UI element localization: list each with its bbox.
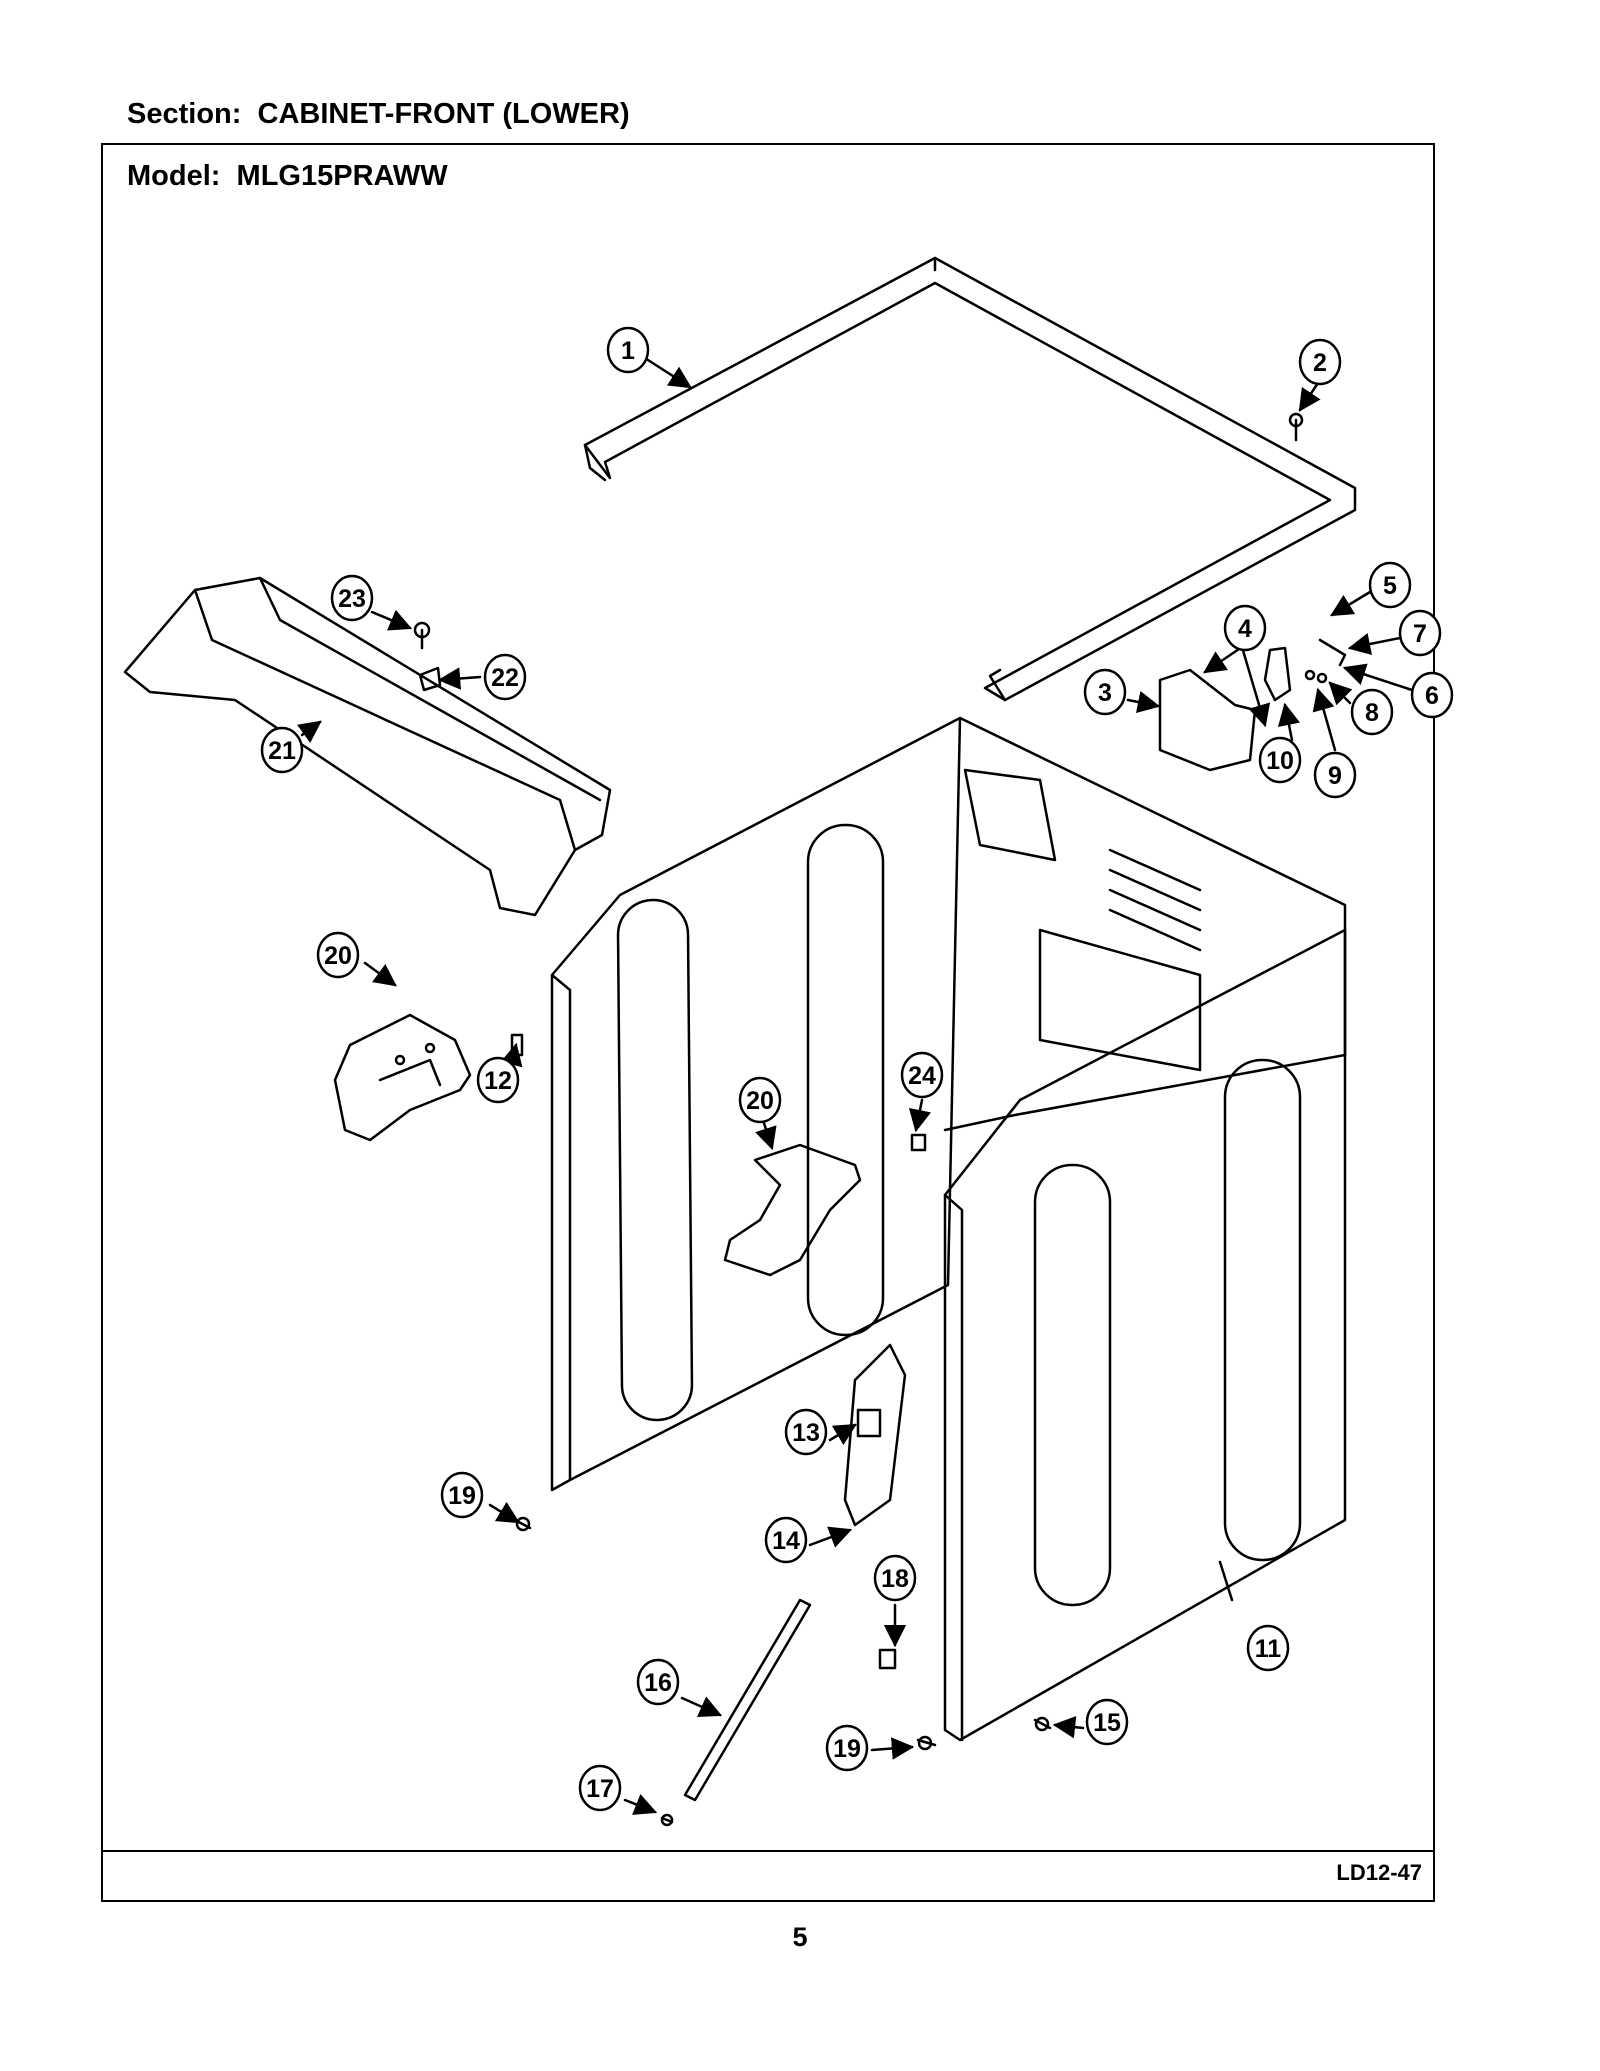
- callout-23: 23: [330, 574, 374, 622]
- svg-text:11: 11: [1255, 1635, 1282, 1663]
- svg-text:1: 1: [621, 337, 635, 365]
- callout-10: 10: [1258, 736, 1302, 784]
- top-frame-part: [583, 256, 1357, 702]
- console-panel-part: [123, 576, 612, 917]
- svg-text:3: 3: [1098, 679, 1112, 707]
- svg-text:10: 10: [1266, 747, 1294, 775]
- svg-text:17: 17: [586, 1775, 614, 1803]
- cabinet-side-panel-right: [943, 928, 1347, 1742]
- center-bracket-part: [723, 1143, 862, 1277]
- callout-19a: 19: [440, 1471, 484, 1519]
- svg-text:7: 7: [1413, 620, 1427, 648]
- callout-12: 12: [476, 1056, 520, 1104]
- svg-text:21: 21: [268, 737, 296, 765]
- callout-8: 8: [1350, 688, 1394, 736]
- callout-20a: 20: [316, 931, 360, 979]
- callout-4: 4: [1223, 604, 1267, 652]
- diagram-frame: [101, 143, 1435, 1902]
- callout-5: 5: [1368, 561, 1412, 609]
- callout-15: 15: [1085, 1698, 1129, 1746]
- svg-text:15: 15: [1093, 1709, 1121, 1737]
- svg-text:12: 12: [484, 1067, 512, 1095]
- callout-22: 22: [483, 653, 527, 701]
- svg-text:2: 2: [1313, 349, 1327, 377]
- callout-2: 2: [1298, 338, 1342, 386]
- callout-16: 16: [636, 1658, 680, 1706]
- svg-text:9: 9: [1328, 762, 1342, 790]
- callout-6: 6: [1410, 671, 1454, 719]
- svg-text:5: 5: [1383, 572, 1397, 600]
- svg-text:13: 13: [792, 1419, 820, 1447]
- fasteners: [413, 412, 1304, 1827]
- model-title: Model: MLG15PRAWW: [127, 160, 448, 192]
- callout-7: 7: [1398, 609, 1442, 657]
- diagram-code: LD12-47: [1336, 1860, 1422, 1885]
- callout-1: 1: [606, 326, 650, 374]
- callout-11: 11: [1246, 1624, 1290, 1672]
- svg-text:19: 19: [448, 1482, 476, 1510]
- svg-text:16: 16: [644, 1669, 672, 1697]
- svg-text:22: 22: [491, 664, 519, 692]
- section-title: Section: CABINET-FRONT (LOWER): [127, 98, 630, 130]
- mounting-bracket-part: [333, 1013, 472, 1142]
- callout-24: 24: [900, 1051, 944, 1099]
- callout-14: 14: [764, 1516, 808, 1564]
- callout-17: 17: [578, 1764, 622, 1812]
- svg-text:19: 19: [833, 1735, 861, 1763]
- callout-13: 13: [784, 1408, 828, 1456]
- duct-part: [843, 1343, 907, 1527]
- svg-text:6: 6: [1425, 682, 1439, 710]
- cabinet-side-panel-left: [550, 716, 962, 1492]
- footer-divider: [101, 1850, 1435, 1852]
- page-number: 5: [792, 1922, 808, 1952]
- callout-3: 3: [1083, 668, 1127, 716]
- svg-text:4: 4: [1238, 615, 1252, 643]
- callout-21: 21: [260, 726, 304, 774]
- support-rod-part: [683, 1598, 812, 1802]
- svg-text:24: 24: [908, 1062, 936, 1090]
- svg-text:18: 18: [881, 1565, 909, 1593]
- callout-9: 9: [1313, 751, 1357, 799]
- callout-18: 18: [873, 1554, 917, 1602]
- callout-leaders: [296, 358, 1414, 1815]
- svg-text:20: 20: [746, 1087, 774, 1115]
- svg-text:8: 8: [1365, 699, 1379, 727]
- callout-20b: 20: [738, 1076, 782, 1124]
- callout-19b: 19: [825, 1724, 869, 1772]
- small-parts-cluster: [1158, 638, 1347, 772]
- svg-text:20: 20: [324, 942, 352, 970]
- svg-text:14: 14: [772, 1527, 800, 1555]
- svg-text:23: 23: [338, 585, 366, 613]
